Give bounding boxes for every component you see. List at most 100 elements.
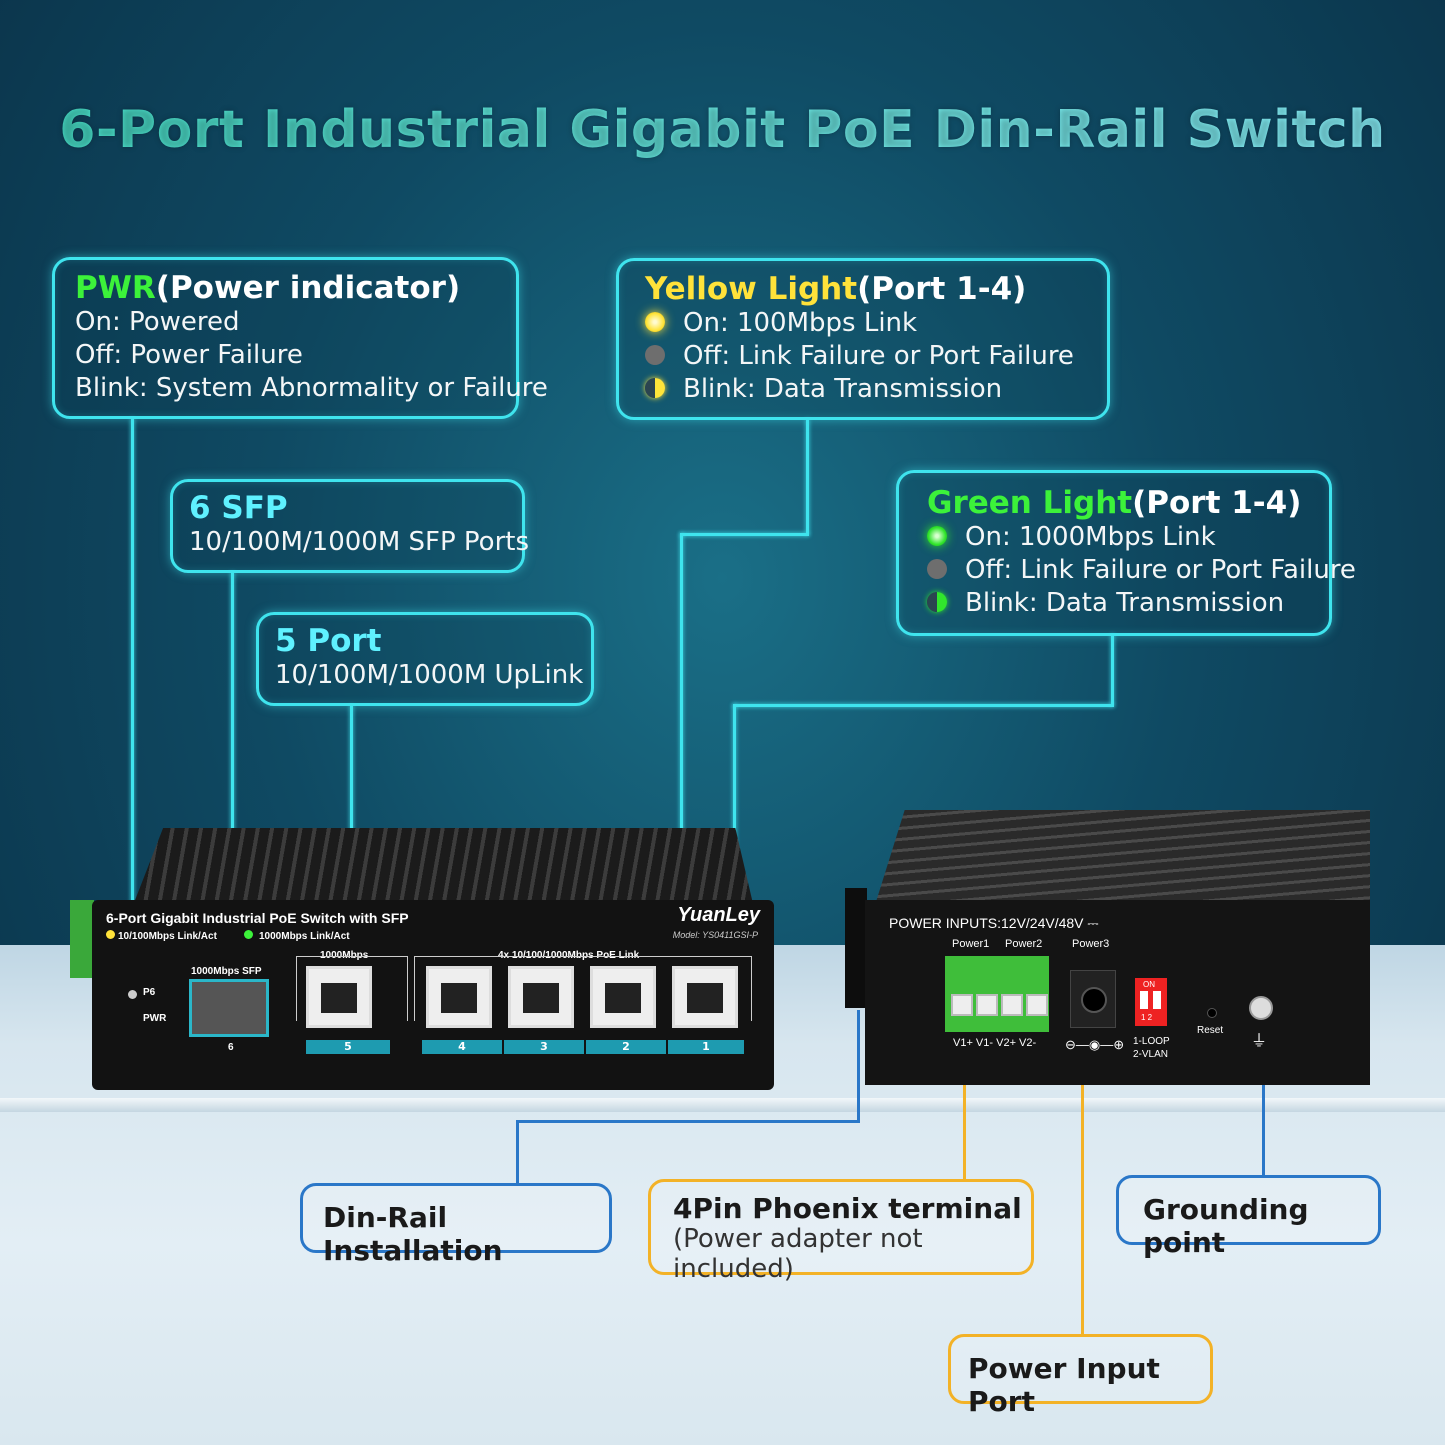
yellow-blink-led-icon <box>645 377 665 398</box>
rear-panel: POWER INPUTS:12V/24V/48V ⎓ Power1 Power2… <box>865 900 1370 1085</box>
uplink-callout-line: 10/100M/1000M UpLink <box>275 660 584 690</box>
sfp-callout-line: 10/100M/1000M SFP Ports <box>189 527 530 557</box>
dip-mode-2: 2-VLAN <box>1133 1049 1169 1060</box>
port-bar-2: 2 <box>586 1040 666 1054</box>
floor-edge <box>0 1098 1445 1112</box>
poe-port-label: 4x 10/100/1000Mbps PoE Link <box>498 950 640 961</box>
sfp-port[interactable] <box>189 979 269 1037</box>
green-line-blink: Blink: Data Transmission <box>927 587 1329 620</box>
din-rail-bracket <box>845 888 867 1008</box>
power2-label: Power2 <box>1005 938 1043 950</box>
led-p6 <box>128 990 137 999</box>
brand-logo: YuanLey <box>677 904 760 926</box>
dc-symbol-icon: ⎓ <box>1087 915 1099 931</box>
phoenix-connector <box>963 1055 966 1180</box>
rj45-port-5[interactable] <box>306 966 372 1028</box>
pwr-line-blink: Blink: System Abnormality or Failure <box>75 373 548 403</box>
terminal-screw-2 <box>976 994 998 1016</box>
heatsink-fins <box>132 828 754 908</box>
dip-toggle-2[interactable] <box>1153 991 1161 1009</box>
uplink-callout-title: 5 Port <box>275 623 382 659</box>
reset-button[interactable] <box>1207 1008 1217 1018</box>
pwr-connector <box>131 418 134 1018</box>
green-connector-h <box>733 704 1114 707</box>
front-panel: 6-Port Gigabit Industrial PoE Switch wit… <box>92 900 774 1090</box>
pwr-callout: PWR(Power indicator) On: Powered Off: Po… <box>52 257 548 419</box>
dip-toggle-1[interactable] <box>1140 991 1148 1009</box>
uplink-callout: 5 Port 10/100M/1000M UpLink <box>256 612 594 706</box>
yellow-callout-title: Yellow Light(Port 1-4) <box>645 271 1027 307</box>
sfp-port-label: 1000Mbps SFP <box>191 966 262 977</box>
switch-front-view: 6-Port Gigabit Industrial PoE Switch wit… <box>70 828 774 1090</box>
green-blink-led-icon <box>927 591 947 612</box>
ground-symbol-icon: ⏚ <box>1251 1033 1268 1050</box>
reset-label: Reset <box>1197 1025 1224 1036</box>
heatsink-top <box>875 810 1370 905</box>
port-bar-3: 3 <box>504 1040 584 1054</box>
terminal-screw-4 <box>1026 994 1048 1016</box>
poe-bracket <box>414 956 752 1021</box>
green-callout-title: Green Light(Port 1-4) <box>927 485 1302 521</box>
legend-yellow: 10/100Mbps Link/Act <box>106 930 217 942</box>
legend-green: 1000Mbps Link/Act <box>244 930 350 942</box>
din-rail-connector-h <box>516 1120 860 1123</box>
terminal-screw-3 <box>1001 994 1023 1016</box>
power3-label: Power3 <box>1072 938 1110 950</box>
grounding-connector <box>1262 1050 1265 1176</box>
yellow-light-callout: Yellow Light(Port 1-4) On: 100Mbps Link … <box>616 258 1110 420</box>
page-title: 6-Port Industrial Gigabit PoE Din-Rail S… <box>0 100 1445 160</box>
phoenix-title: 4Pin Phoenix terminal <box>673 1192 1022 1225</box>
din-rail-connector-v2 <box>516 1120 519 1184</box>
port-number-6: 6 <box>228 1042 234 1053</box>
dip-nums-label: 1 2 <box>1141 1013 1153 1022</box>
legend-green-dot <box>244 930 253 939</box>
green-line-off: Off: Link Failure or Port Failure <box>927 554 1356 587</box>
led-p6-label: P6 <box>143 987 156 998</box>
dip-switch[interactable]: ON 1 2 <box>1135 978 1167 1026</box>
led-pwr-label: PWR <box>143 1013 167 1024</box>
rj45-port-3[interactable] <box>508 966 574 1028</box>
port-bar-1: 1 <box>668 1040 744 1054</box>
pwr-callout-title: PWR(Power indicator) <box>75 270 461 306</box>
phoenix-terminal[interactable] <box>945 956 1049 1032</box>
off-led-icon <box>645 344 665 365</box>
front-model-title: 6-Port Gigabit Industrial PoE Switch wit… <box>106 910 409 926</box>
pwr-line-off: Off: Power Failure <box>75 340 303 370</box>
dip-mode-1: 1-LOOP <box>1133 1036 1170 1047</box>
yellow-connector-h <box>680 533 809 536</box>
din-clip-green <box>70 900 94 978</box>
phoenix-subtitle: (Power adapter not included) <box>673 1224 923 1284</box>
phoenix-terminal-label: 4Pin Phoenix terminal (Power adapter not… <box>648 1179 1034 1284</box>
uplink-port-label: 1000Mbps <box>320 950 369 961</box>
power-inputs-label: POWER INPUTS:12V/24V/48V ⎓ <box>889 915 1099 931</box>
yellow-connector-v2 <box>680 533 683 978</box>
rj45-port-2[interactable] <box>590 966 656 1028</box>
dc-jack-hole <box>1081 987 1107 1013</box>
green-connector-v1 <box>1111 634 1114 706</box>
port-bar-5: 5 <box>306 1040 390 1054</box>
terminal-pins-label: V1+ V1- V2+ V2- <box>953 1037 1037 1049</box>
rj45-port-1[interactable] <box>672 966 738 1028</box>
rj45-port-4[interactable] <box>426 966 492 1028</box>
din-rail-label: Din-Rail Installation <box>300 1183 612 1267</box>
yellow-connector-v1 <box>806 419 809 535</box>
off-led-icon <box>927 558 947 579</box>
yellow-line-off: Off: Link Failure or Port Failure <box>645 340 1107 373</box>
power1-label: Power1 <box>952 938 990 950</box>
power-input-connector <box>1081 1065 1084 1337</box>
grounding-screw-icon <box>1249 996 1273 1020</box>
green-line-on: On: 1000Mbps Link <box>927 521 1329 554</box>
dc-jack[interactable] <box>1070 970 1116 1028</box>
yellow-on-led-icon <box>645 311 665 332</box>
dip-on-label: ON <box>1143 980 1155 989</box>
power-input-port-label: Power Input Port <box>948 1334 1213 1418</box>
model-number: Model: YS0411GSI-P <box>672 930 758 940</box>
switch-rear-view: POWER INPUTS:12V/24V/48V ⎓ Power1 Power2… <box>845 810 1370 1085</box>
yellow-line-on: On: 100Mbps Link <box>645 307 1107 340</box>
sfp-callout: 6 SFP 10/100M/1000M SFP Ports <box>170 479 530 573</box>
pwr-line-on: On: Powered <box>75 307 240 337</box>
polarity-icon: ⊖—◉—⊕ <box>1065 1037 1125 1052</box>
port-bar-4: 4 <box>422 1040 502 1054</box>
sfp-callout-title: 6 SFP <box>189 490 288 526</box>
green-light-callout: Green Light(Port 1-4) On: 1000Mbps Link … <box>896 470 1356 636</box>
